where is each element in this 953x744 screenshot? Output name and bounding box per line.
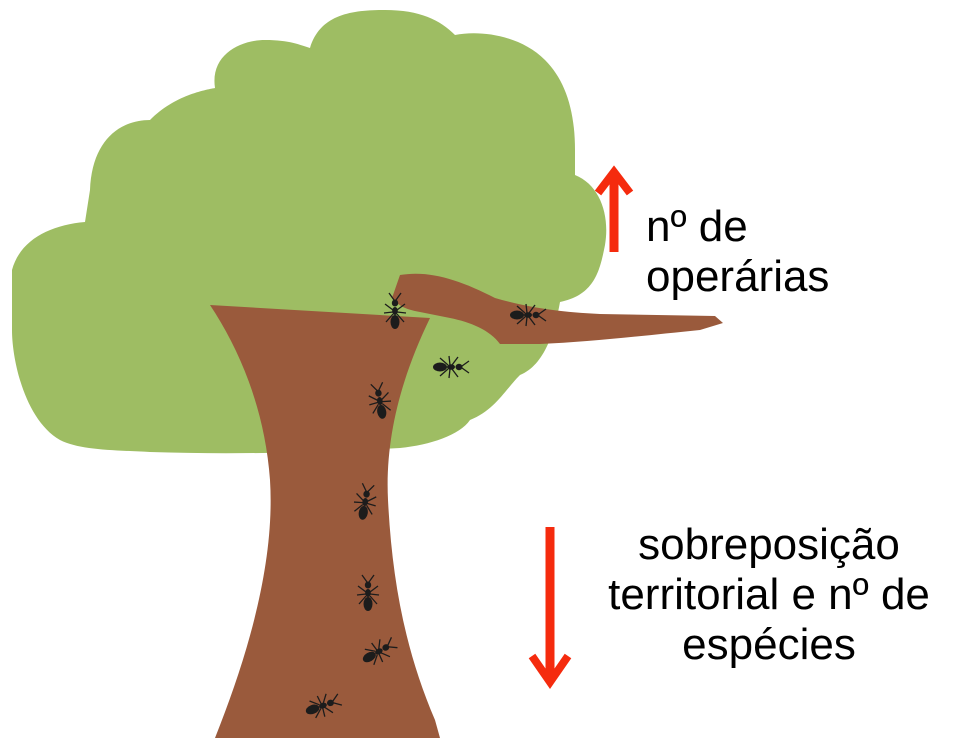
ant-icon: [305, 693, 343, 719]
ant-icon: [383, 292, 407, 329]
ant-icon: [356, 574, 380, 611]
arrow-down-icon: [528, 527, 572, 690]
overlap-species-label-line2: territorial e nº de: [608, 570, 930, 619]
ant-icon: [368, 381, 392, 419]
workers-count-label-line2: operárias: [646, 252, 830, 301]
ant-icon: [510, 303, 547, 327]
overlap-species-label-line1: sobreposição: [638, 520, 900, 569]
canopy-shape: [12, 10, 607, 454]
overlap-species-label-line3: espécies: [682, 620, 856, 669]
branch-shape: [392, 273, 723, 344]
overlap-species-label: sobreposição territorial e nº de espécie…: [594, 520, 944, 670]
arrow-up-icon: [594, 165, 634, 252]
workers-count-label-line1: nº de: [646, 202, 748, 251]
workers-count-label: nº de operárias: [646, 202, 829, 302]
ant-icon: [433, 355, 470, 379]
ant-icon: [353, 482, 377, 520]
ants-group: [305, 292, 547, 719]
ant-icon: [362, 637, 398, 666]
tree-canopy: [12, 10, 607, 454]
trunk-shape: [210, 305, 440, 738]
